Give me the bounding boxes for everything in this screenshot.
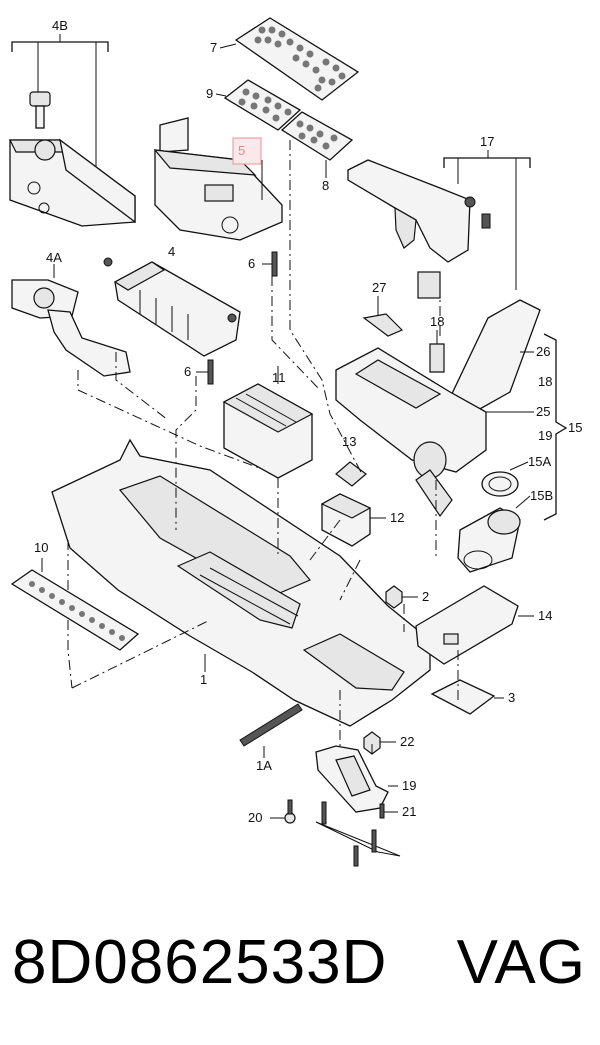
part-2-nut: [385, 585, 418, 609]
callout-6-upper: 6: [248, 256, 255, 271]
callout-14: 14: [538, 608, 552, 623]
part-8-mat: [280, 111, 354, 161]
part-5-storage-compartment: [153, 117, 283, 241]
callout-8: 8: [322, 178, 329, 193]
part-9-mat: [223, 79, 302, 131]
part-12-block: [320, 493, 386, 547]
callout-22: 22: [400, 734, 414, 749]
part-18-clip: [429, 330, 445, 373]
callout-3: 3: [508, 690, 515, 705]
callout-19-side: 19: [538, 428, 552, 443]
callout-4a: 4A: [46, 250, 62, 265]
callout-4b: 4B: [52, 18, 68, 33]
callout-6-lower: 6: [184, 364, 191, 379]
callout-18-side: 18: [538, 374, 552, 389]
callout-11: 11: [272, 370, 286, 385]
callout-12: 12: [390, 510, 404, 525]
part-14-cover: [415, 585, 534, 665]
part-7-mat: [234, 17, 360, 101]
callout-10: 10: [34, 540, 48, 555]
callout-5: 5: [238, 143, 245, 158]
part-4-tray: [103, 257, 241, 357]
callout-4: 4: [168, 244, 175, 259]
part-21-bolt: [379, 803, 398, 819]
part-1-center-console: [51, 438, 431, 727]
callout-15a: 15A: [528, 454, 551, 469]
callout-17: 17: [480, 134, 494, 149]
part-26-armrest-lid: [447, 299, 541, 411]
part-19-mount-bracket: [315, 745, 398, 813]
part-15b-cup-holder: [415, 469, 521, 573]
part-6-bolt-lower: [196, 359, 214, 385]
callout-15: 15: [568, 420, 582, 435]
footer: 8D0862533D VAG: [0, 918, 600, 1008]
part-6-bolt-upper: [262, 251, 278, 277]
callout-labels: 4B 7 9 5 8 17 6 4A 4 6 27 18 26 18 11 25…: [34, 18, 582, 825]
brand-label: VAG: [456, 928, 586, 997]
callout-13: 13: [342, 434, 356, 449]
callout-15-bracket: [543, 333, 568, 521]
part-22-nut: [363, 731, 396, 755]
part-3-clip: [430, 679, 504, 715]
callout-20: 20: [248, 810, 262, 825]
callout-21: 21: [402, 804, 416, 819]
part-11-insert: [222, 366, 314, 479]
callout-7: 7: [210, 40, 217, 55]
part-25-armrest-body: [335, 347, 534, 479]
exploded-parts-diagram: 4B 7 9 5 8 17 6 4A 4 6 27 18 26 18 11 25…: [9, 17, 582, 867]
part-15a-ring: [481, 471, 519, 497]
callout-26: 26: [536, 344, 550, 359]
callout-15b: 15B: [530, 488, 553, 503]
callout-27: 27: [372, 280, 386, 295]
callout-25: 25: [536, 404, 550, 419]
part-4b-shift-housing: [9, 34, 136, 227]
part-4a-trim: [11, 264, 266, 471]
part-20-bolt: [270, 799, 296, 824]
part-number: 8D0862533D: [12, 928, 388, 997]
callout-18-upper: 18: [430, 314, 444, 329]
callout-9: 9: [206, 86, 213, 101]
screw-assembly: [315, 801, 401, 867]
part-27-clip: [362, 296, 404, 337]
part-1a-strip: [239, 703, 303, 758]
callout-2: 2: [422, 589, 429, 604]
part-13-pad: [335, 461, 367, 487]
callout-19-lower: 19: [402, 778, 416, 793]
part-10-strip: [10, 558, 140, 651]
callout-1a: 1A: [256, 758, 272, 773]
highlight-box: [232, 137, 262, 165]
part-17-bracket: [347, 150, 531, 299]
connector-lines: [115, 140, 459, 754]
callout-1: 1: [200, 672, 207, 687]
